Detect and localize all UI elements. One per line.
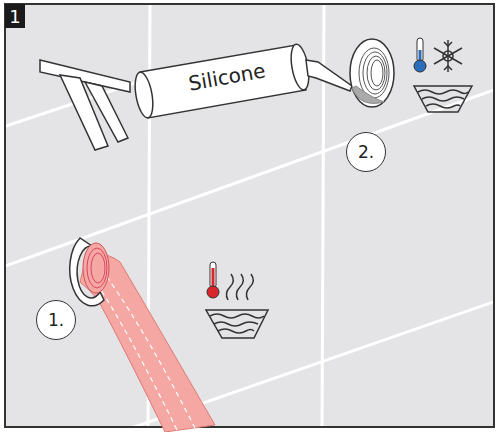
step-number: 1 [5, 4, 25, 28]
frame [5, 4, 494, 427]
hot-water-symbol [206, 262, 268, 338]
callout-number: 2. [346, 132, 386, 172]
callout-number: 1. [36, 300, 76, 340]
wall-flange-1 [70, 238, 109, 306]
tile-wall [5, 4, 494, 427]
cold-water-symbol [414, 38, 472, 112]
silicone-gun [40, 43, 352, 150]
node-text: 1. [48, 310, 64, 330]
grout-lines [5, 4, 494, 427]
node-text: 1 [9, 6, 20, 27]
hose-lines [92, 262, 195, 432]
wall-flange-2 [350, 39, 394, 107]
node-text: 2. [358, 142, 374, 162]
